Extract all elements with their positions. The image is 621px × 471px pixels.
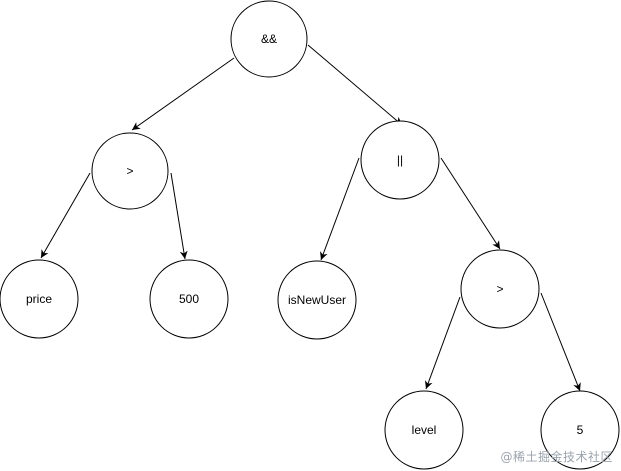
- node-5: 5: [540, 390, 620, 470]
- node-circle: [360, 120, 440, 200]
- watermark-text: @稀土掘金技术社区: [500, 450, 613, 464]
- node-circle: [277, 260, 357, 340]
- node-label-left-gt: >: [126, 164, 133, 178]
- node-circle: [91, 132, 169, 210]
- node-left-gt: >: [91, 132, 169, 210]
- node-isnewuser: isNewUser: [277, 260, 357, 340]
- node-label-or: ||: [397, 153, 403, 167]
- node-circle: [384, 390, 464, 470]
- node-label-5: 5: [577, 423, 584, 437]
- node-circle: [540, 390, 620, 470]
- node-500: 500: [149, 259, 229, 339]
- node-label-level: level: [412, 423, 437, 437]
- edges: [40, 44, 581, 392]
- edge-root-to-or: [307, 44, 403, 126]
- edge-right-gt-to-level: [425, 296, 461, 390]
- node-circle: [460, 249, 540, 329]
- node-label-500: 500: [179, 292, 199, 306]
- node-level: level: [384, 390, 464, 470]
- node-label-price: price: [26, 292, 52, 306]
- edge-or-to-right-gt: [440, 157, 501, 250]
- node-or: ||: [360, 120, 440, 200]
- node-price: price: [0, 259, 79, 339]
- edge-left-gt-to-500: [170, 172, 188, 260]
- node-label-root: &&: [261, 32, 277, 46]
- node-circle: [0, 259, 79, 339]
- node-root: &&: [230, 0, 308, 78]
- edge-root-to-left-gt: [131, 57, 235, 131]
- node-label-isnewuser: isNewUser: [288, 293, 346, 307]
- node-circle: [230, 0, 308, 78]
- edge-right-gt-to-5: [540, 292, 581, 392]
- node-label-right-gt: >: [496, 282, 503, 296]
- node-circle: [149, 259, 229, 339]
- edge-or-to-isnewuser: [320, 157, 360, 261]
- edge-left-gt-to-price: [40, 172, 91, 259]
- node-right-gt: >: [460, 249, 540, 329]
